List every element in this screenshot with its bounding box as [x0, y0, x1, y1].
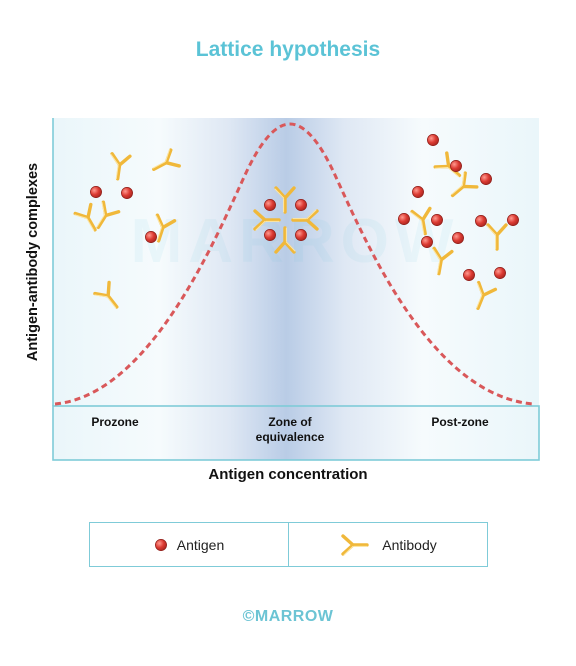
- antigen-icon: [412, 186, 424, 198]
- legend-antigen-label: Antigen: [176, 536, 225, 553]
- antigen-icon: [295, 229, 307, 241]
- antigen-icon: [264, 229, 276, 241]
- zone-label-equivalence: Zone of equivalence: [255, 415, 325, 444]
- footer-brand: ©MARROW: [242, 608, 334, 625]
- antigen-icon: [494, 267, 506, 279]
- x-axis-label: Antigen concentration: [208, 466, 368, 483]
- y-axis-label: Antigen-antibody complexes: [25, 162, 41, 362]
- antibody-icon: [341, 533, 369, 556]
- antigen-icon: [421, 236, 433, 248]
- antigen-icon: [90, 186, 102, 198]
- antigen-icon: [463, 269, 475, 281]
- antigen-icon: [507, 214, 519, 226]
- watermark-text: MARROW: [131, 207, 460, 276]
- antigen-icon: [427, 134, 439, 146]
- zone-strip-frame: [52, 405, 540, 461]
- antigen-icon: [452, 232, 464, 244]
- antigen-icon: [480, 173, 492, 185]
- zone-label-prozone: Prozone: [91, 415, 139, 429]
- zone-label-postzone: Post-zone: [431, 415, 489, 429]
- antigen-icon: [450, 160, 462, 172]
- antigen-icon: [475, 215, 487, 227]
- antigen-icon: [154, 538, 167, 551]
- antigen-icon: [121, 187, 133, 199]
- zone-strip: [53, 406, 539, 460]
- legend-item-antibody: Antibody: [288, 523, 487, 566]
- precipitation-curve: [54, 122, 534, 406]
- antigen-icon: [264, 199, 276, 211]
- antigen-icon: [145, 231, 157, 243]
- antigen-icon: [295, 199, 307, 211]
- legend-item-antigen: Antigen: [90, 523, 288, 566]
- legend: Antigen Antibody: [89, 522, 488, 567]
- diagram-title: Lattice hypothesis: [195, 38, 381, 61]
- antigen-icon: [398, 213, 410, 225]
- legend-antibody-label: Antibody: [382, 536, 437, 553]
- antigen-icon: [431, 214, 443, 226]
